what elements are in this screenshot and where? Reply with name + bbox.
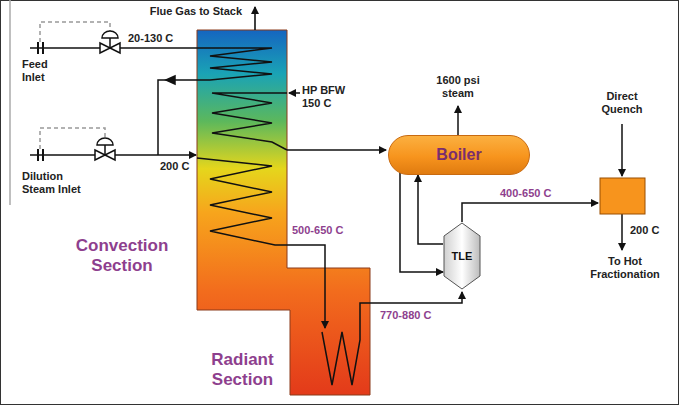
- bfw-arrow: [289, 92, 300, 94]
- arrow-head: [166, 76, 175, 84]
- orifice-symbol: [38, 149, 43, 161]
- temperature-label: 400-650 C: [500, 187, 551, 200]
- feed-inlet: [30, 22, 197, 54]
- quench-arrow: [621, 124, 623, 176]
- orifice-symbol: [38, 42, 43, 54]
- temperature-label: 200 C: [160, 160, 189, 173]
- temperature-label: 770-880 C: [380, 309, 431, 322]
- boiler-label: Boiler: [436, 146, 481, 164]
- section-label: Convection Section: [62, 236, 182, 277]
- tle-shape: [444, 223, 480, 289]
- tle-outlet: [462, 203, 598, 222]
- valve-actuator: [97, 138, 113, 155]
- bfw-coil: [212, 93, 287, 150]
- flue-arrow: [254, 7, 256, 30]
- quench-box: [600, 178, 645, 214]
- fractionation-arrow: [621, 214, 623, 250]
- feed-outlet: [158, 80, 197, 155]
- outlet-label: To Hot Fractionation: [580, 255, 670, 281]
- tle-exchanger: TLE: [443, 222, 481, 290]
- section-label: Radiant Section: [200, 350, 285, 391]
- radiant-coil: [322, 292, 462, 385]
- frame-line: [9, 0, 11, 205]
- convection-coils: [158, 48, 622, 385]
- inlet-label: Dilution Steam Inlet: [22, 170, 94, 196]
- stack-label: Flue Gas to Stack: [132, 5, 242, 18]
- boiler-drum: Boiler: [388, 135, 530, 175]
- bfw-to-boiler: [287, 149, 386, 151]
- inlet-label: HP BFW 150 C: [302, 84, 352, 110]
- inlet-label: Feed Inlet: [22, 58, 62, 84]
- quench-label: Direct Quench: [597, 90, 647, 116]
- steam-arrow: [457, 106, 459, 135]
- temperature-label: 500-650 C: [292, 224, 343, 237]
- dilution-inlet: [30, 128, 196, 161]
- temperature-label: 20-130 C: [128, 32, 173, 45]
- control-line: [40, 128, 105, 149]
- valve-actuator: [102, 31, 118, 48]
- pipe-connector: [418, 175, 443, 244]
- control-line: [40, 22, 110, 42]
- feed-coil: [197, 48, 272, 80]
- mixed-coil: [197, 158, 325, 328]
- node-label: TLE: [452, 250, 473, 262]
- temperature-label: 200 C: [630, 224, 659, 237]
- pipe-connector: [400, 173, 443, 272]
- steam-label: 1600 psi steam: [428, 74, 488, 100]
